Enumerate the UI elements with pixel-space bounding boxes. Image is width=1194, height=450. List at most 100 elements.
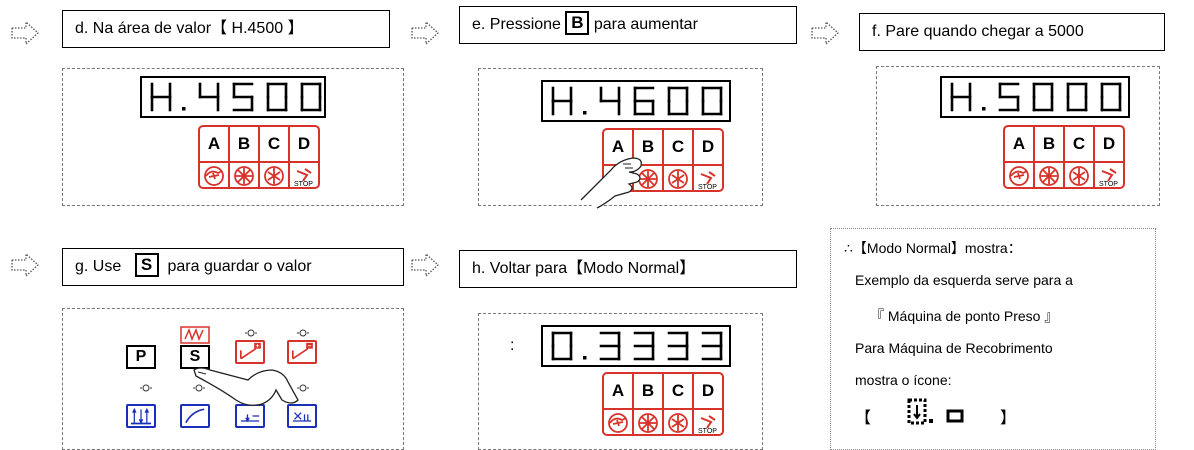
note-line-5: mostra o ícone: bbox=[855, 372, 952, 388]
step-d-text: d. Na área de valor【 H.4500 】 bbox=[75, 20, 304, 37]
indicator-led-icon bbox=[297, 384, 309, 392]
step-g-prefix: g. Use bbox=[75, 258, 122, 275]
key-d[interactable]: D bbox=[692, 130, 722, 164]
key-a[interactable]: A bbox=[611, 381, 625, 400]
key-b[interactable]: B bbox=[1033, 127, 1063, 161]
lcd-digit-3 bbox=[701, 331, 723, 361]
normal-mode-note bbox=[830, 228, 1156, 450]
lcd-display-h bbox=[541, 325, 731, 367]
stop-motor-icon[interactable]: STOP bbox=[692, 410, 722, 436]
lcd-digit-0 bbox=[1100, 82, 1122, 112]
lcd-digit-6 bbox=[633, 86, 655, 116]
key-a[interactable]: A bbox=[1012, 134, 1026, 153]
key-c[interactable]: C bbox=[258, 127, 288, 161]
stop-label: STOP bbox=[698, 428, 717, 435]
note-line-4: Para Máquina de Recobrimento bbox=[855, 340, 1053, 356]
key-b[interactable]: B bbox=[228, 127, 258, 161]
presser-foot-icon[interactable] bbox=[662, 410, 692, 436]
lcd-digit-3 bbox=[667, 331, 689, 361]
step-e-label: e. Pressione B para aumentar bbox=[459, 6, 797, 44]
key-a[interactable]: A bbox=[611, 137, 625, 156]
stop-label: STOP bbox=[1099, 181, 1118, 188]
lcd-digit-3 bbox=[599, 331, 621, 361]
coverstitch-mode-icon bbox=[907, 398, 964, 425]
note-line-3: 『 Máquina de ponto Preso 』 bbox=[870, 308, 1059, 324]
key-a[interactable]: A bbox=[207, 134, 221, 153]
presser-foot-icon[interactable] bbox=[258, 163, 288, 189]
thread-trim-icon[interactable] bbox=[604, 410, 632, 436]
step-f-text: f. Pare quando chegar a 5000 bbox=[872, 23, 1084, 40]
key-d[interactable]: D bbox=[692, 374, 722, 408]
key-d[interactable]: D bbox=[288, 127, 318, 161]
panel-e bbox=[478, 68, 763, 206]
panel-d bbox=[62, 68, 404, 206]
note-icon-close: 】 bbox=[1000, 410, 1017, 427]
step-h-label: h. Voltar para【Modo Normal】 bbox=[459, 250, 797, 288]
needle-cooling-icon[interactable] bbox=[1033, 163, 1063, 189]
lcd-digit-5 bbox=[232, 82, 254, 112]
s-button: S bbox=[180, 345, 210, 369]
key-b-inline: B bbox=[565, 11, 590, 36]
lcd-decimal-point bbox=[583, 356, 587, 360]
trim-tack-icon bbox=[287, 404, 317, 428]
arrow-right-icon bbox=[11, 20, 39, 46]
key-b[interactable]: B bbox=[632, 130, 662, 164]
stop-motor-icon[interactable]: STOP bbox=[1093, 163, 1123, 189]
lcd-decimal-point bbox=[982, 107, 986, 111]
lcd-digit-0 bbox=[1066, 82, 1088, 112]
step-h-text: h. Voltar para【Modo Normal】 bbox=[472, 260, 696, 277]
arrow-right-icon bbox=[11, 252, 39, 278]
indicator-led-icon bbox=[245, 329, 257, 337]
lcd-decimal-point bbox=[583, 111, 587, 115]
step-f-label: f. Pare quando chegar a 5000 bbox=[859, 13, 1165, 51]
lcd-digit-H bbox=[150, 82, 172, 112]
lcd-digit-0 bbox=[701, 86, 723, 116]
pressing-hand-icon bbox=[193, 367, 299, 406]
panel-f bbox=[876, 66, 1160, 206]
thread-trim-icon[interactable] bbox=[200, 163, 228, 189]
key-s-inline: S bbox=[134, 253, 159, 278]
arrow-right-icon bbox=[411, 252, 439, 278]
lcd-digit-0 bbox=[551, 331, 573, 361]
presser-foot-icon[interactable] bbox=[662, 166, 692, 192]
lcd-digit-4 bbox=[599, 86, 621, 116]
key-d[interactable]: D bbox=[1093, 127, 1123, 161]
stop-motor-icon[interactable]: STOP bbox=[692, 166, 722, 192]
needle-cooling-icon[interactable] bbox=[632, 410, 662, 436]
needle-cooling-icon[interactable] bbox=[228, 163, 258, 189]
stitch-pattern-icon bbox=[180, 326, 210, 344]
step-d-label: d. Na área de valor【 H.4500 】 bbox=[62, 10, 390, 48]
indicator-led-icon bbox=[193, 384, 205, 392]
colon-label: : bbox=[510, 337, 515, 354]
lcd-digit-3 bbox=[633, 331, 655, 361]
step-e-prefix: e. Pressione bbox=[472, 16, 561, 33]
presser-foot-icon[interactable] bbox=[1063, 163, 1093, 189]
stop-motor-icon[interactable]: STOP bbox=[288, 163, 318, 189]
key-b[interactable]: B bbox=[632, 374, 662, 408]
indicator-led-icon bbox=[297, 329, 309, 337]
arrow-right-icon bbox=[811, 20, 839, 46]
keypad-icon-row: STOP bbox=[200, 161, 318, 189]
keypad-icon-row: STOP bbox=[1005, 161, 1123, 189]
lcd-decimal-point bbox=[182, 107, 186, 111]
key-c[interactable]: C bbox=[662, 374, 692, 408]
step-e-suffix: para aumentar bbox=[593, 16, 698, 33]
arrow-right-icon bbox=[411, 20, 439, 46]
lcd-digit-4 bbox=[198, 82, 220, 112]
key-c[interactable]: C bbox=[1063, 127, 1093, 161]
note-line-2: Exemplo da esquerda serve para a bbox=[855, 272, 1073, 288]
soft-start-icon bbox=[180, 404, 210, 428]
increase-icon bbox=[235, 340, 265, 364]
pressing-hand-icon bbox=[580, 157, 642, 209]
lcd-digit-H bbox=[950, 82, 972, 112]
key-c[interactable]: C bbox=[662, 130, 692, 164]
thread-trim-icon[interactable] bbox=[1005, 163, 1033, 189]
note-line-1: ∴【Modo Normal】mostra： bbox=[844, 240, 1022, 256]
